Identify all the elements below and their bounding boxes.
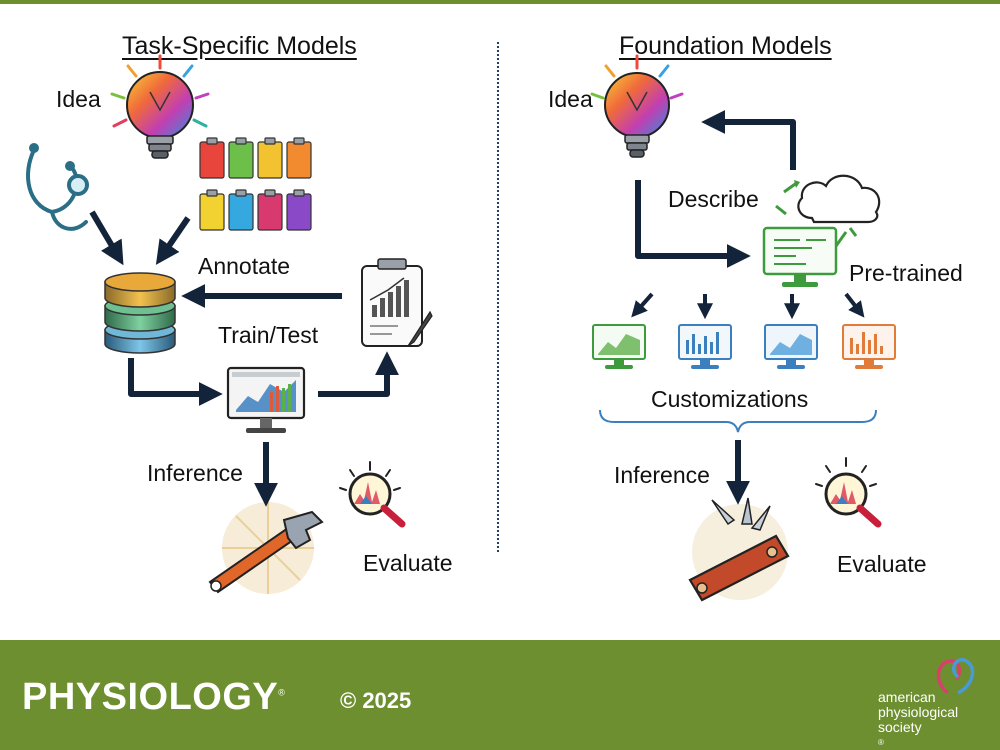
clipboards-icon [199, 137, 312, 231]
lightbulb-icon [590, 54, 684, 158]
right-inference-label: Inference [614, 462, 710, 488]
panel-divider [497, 42, 499, 552]
left-evaluate-label: Evaluate [363, 550, 453, 576]
aps-logo-icon [936, 658, 975, 695]
arrow-to-custom-1 [631, 292, 654, 318]
annotate-label: Annotate [198, 253, 291, 279]
footer-band [0, 640, 1000, 750]
describe-label: Describe [668, 186, 759, 212]
arrow-to-custom-4 [844, 292, 865, 318]
cloud-icon [775, 174, 881, 247]
arrow-monitor-to-clipboard [318, 351, 399, 397]
arrow-stethoscope-to-database [89, 210, 124, 266]
pretrained-label: Pre-trained [849, 260, 963, 286]
copyright-text: © 2025 [340, 688, 412, 713]
left-inference-label: Inference [147, 460, 243, 486]
magnifier-chart-icon [339, 461, 406, 528]
top-accent-bar [0, 0, 1000, 4]
arrow-database-to-monitor [128, 358, 223, 406]
database-icon [104, 272, 176, 354]
right-idea-label: Idea [548, 86, 593, 112]
custom-monitor-orange [842, 324, 896, 369]
lightbulb-icon [110, 54, 210, 159]
clipboard-chart-icon [361, 258, 433, 347]
stethoscope-icon [26, 143, 89, 231]
society-name: american physiological society® [878, 689, 959, 748]
custom-monitor-green [592, 324, 646, 369]
custom-monitor-blue [678, 324, 732, 369]
custom-monitor-blue2 [764, 324, 818, 369]
wrench-icon [208, 502, 324, 594]
monitor-chart-icon [226, 366, 306, 433]
right-evaluate-label: Evaluate [837, 551, 927, 577]
diagram-art [26, 54, 896, 602]
pretrained-monitor-icon [762, 226, 838, 287]
train-test-label: Train/Test [218, 322, 319, 348]
arrow-clipboards-to-database [155, 216, 191, 265]
left-idea-label: Idea [56, 86, 101, 112]
customizations-brace [599, 409, 877, 433]
multitool-icon [688, 497, 790, 602]
magnifier-chart-icon [815, 457, 882, 528]
journal-title: PHYSIOLOGY® [22, 676, 286, 718]
right-heading: Foundation Models [619, 32, 832, 60]
arrow-pretrained-to-idea [701, 110, 796, 170]
customizations-label: Customizations [651, 386, 809, 412]
arrow-idea-to-pretrained [635, 180, 751, 268]
